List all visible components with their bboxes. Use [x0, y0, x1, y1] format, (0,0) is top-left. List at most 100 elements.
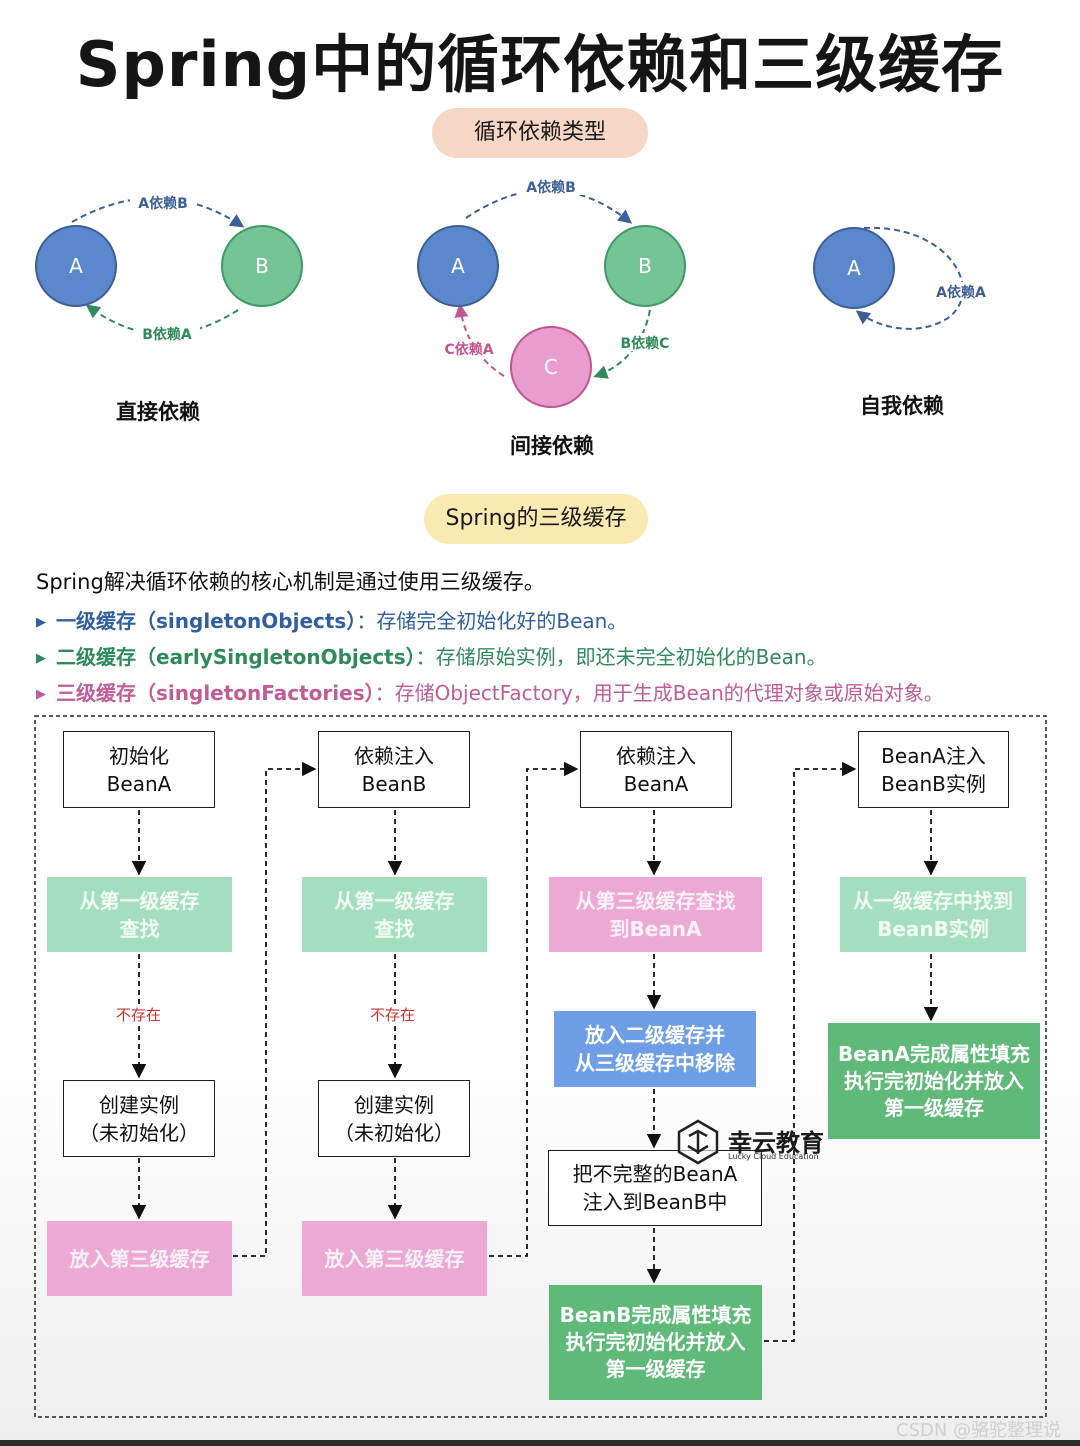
step-label-line: 依赖注入 [616, 743, 696, 768]
node-a [417, 225, 499, 307]
step-inject-incomplete-beana: 把不完整的BeanA 注入到BeanB中 [548, 1150, 762, 1226]
edge-label-b-depends-a: B依赖A [142, 326, 192, 343]
cache-level-2: ▶ 二级缓存（earlySingletonObjects）：存储原始实例，即还未完… [36, 641, 827, 670]
step-put-level3-cache: 放入第三级缓存 [47, 1221, 232, 1296]
node-a-label: A [451, 254, 465, 278]
cache-level-desc: 存储原始实例，即还未完全初始化的Bean。 [435, 645, 827, 669]
step-label-line: BeanB实例 [877, 916, 989, 941]
step-label-line: BeanA [106, 771, 172, 796]
step-label-line: BeanB实例 [881, 771, 986, 796]
edge-label-c-depends-a: C依赖A [444, 341, 493, 358]
cache-level-separator: ： [374, 681, 395, 705]
step-label-line: 执行完初始化并放入 [844, 1068, 1024, 1093]
edge-b-to-c [593, 309, 651, 379]
step-move-to-level2-cache: 放入二级缓存并 从三级缓存中移除 [554, 1011, 756, 1087]
page-title: Spring中的循环依赖和三级缓存 [75, 28, 1005, 101]
cache-intro-text: Spring解决循环依赖的核心机制是通过使用三级缓存。 [36, 570, 545, 594]
node-c [510, 326, 592, 408]
step-beanb-complete: BeanB完成属性填充 执行完初始化并放入 第一级缓存 [549, 1285, 762, 1400]
cache-level-1: ▶ 一级缓存（singletonObjects）：存储完全初始化好的Bean。 [36, 605, 627, 634]
step-label-line: 到BeanA [609, 916, 702, 941]
dependency-types-diagram: A依赖B B依赖A A B A依赖B B依赖C C依赖A A B C A依赖A … [35, 177, 996, 408]
step-label-line: 初始化 [109, 743, 169, 768]
step-label-line: 第一级缓存 [884, 1095, 984, 1120]
caption-self-dependency: 自我依赖 [860, 394, 944, 418]
not-found-label: 不存在 [368, 1004, 418, 1025]
step-label-line: 创建实例 [99, 1092, 179, 1117]
cache-level-name: 二级缓存（earlySingletonObjects） [56, 645, 416, 669]
node-b [221, 225, 303, 307]
step-label-line: BeanA [623, 771, 689, 796]
step-label-line: 创建实例 [354, 1092, 434, 1117]
node-c-label: C [544, 355, 558, 379]
step-label-line: BeanB [361, 771, 427, 796]
step-put-level3-cache: 放入第三级缓存 [302, 1221, 487, 1296]
node-a-label: A [69, 254, 83, 278]
step-label-line: 从一级缓存中找到 [853, 888, 1013, 913]
edge-label-a-depends-b: A依赖B [138, 195, 188, 212]
bullet-triangle-icon: ▶ [36, 615, 46, 630]
edge-label-b-depends-c: B依赖C [621, 335, 670, 352]
cache-level-separator: ： [356, 609, 377, 633]
step-inject-beanb: 依赖注入 BeanB [318, 731, 470, 808]
step-label-line: BeanA注入 [881, 743, 986, 768]
caption-direct-dependency: 直接依赖 [116, 400, 200, 424]
section-heading-three-level-cache: Spring的三级缓存 [424, 494, 648, 544]
section-heading-dependency-types: 循环依赖类型 [432, 108, 648, 158]
step-label-line: 从第一级缓存 [79, 888, 200, 913]
step-lookup-level3-cache: 从第三级缓存查找 到BeanA [549, 877, 762, 952]
watermark-subtitle: Lucky Cloud Education [728, 1152, 819, 1161]
bullet-triangle-icon: ▶ [36, 687, 46, 702]
step-label-line: 放入第三级缓存 [69, 1246, 210, 1271]
step-label-line: （未初始化） [79, 1120, 199, 1145]
step-label-line: （未初始化） [334, 1120, 454, 1145]
node-a [813, 227, 895, 309]
step-label-line: 把不完整的BeanA [572, 1162, 738, 1186]
edge-a-to-a [855, 226, 964, 330]
step-label-line: 查找 [374, 916, 415, 941]
step-lookup-level1-cache: 从第一级缓存 查找 [302, 877, 487, 952]
node-b [604, 225, 686, 307]
step-found-in-level1-cache: 从一级缓存中找到 BeanB实例 [840, 877, 1026, 952]
node-a-label: A [847, 256, 861, 280]
step-label-line: 查找 [119, 916, 160, 941]
cache-level-name: 一级缓存（singletonObjects） [56, 609, 357, 633]
bullet-triangle-icon: ▶ [36, 651, 46, 666]
step-label-line: 执行完初始化并放入 [565, 1330, 746, 1354]
edge-a-to-b [465, 189, 633, 224]
cache-level-separator: ： [415, 645, 436, 669]
step-beana-complete: BeanA完成属性填充 执行完初始化并放入 第一级缓存 [828, 1023, 1040, 1139]
cache-level-desc: 存储完全初始化好的Bean。 [376, 609, 628, 633]
step-inject-beana: 依赖注入 BeanA [580, 731, 732, 808]
caption-indirect-dependency: 间接依赖 [510, 434, 594, 458]
node-a [35, 225, 117, 307]
step-label-line: BeanB完成属性填充 [559, 1303, 752, 1327]
edge-label-a-depends-a: A依赖A [936, 284, 986, 301]
step-label-line: 从第一级缓存 [334, 888, 455, 913]
step-init-beana: 初始化 BeanA [63, 731, 215, 808]
flowchart-frame [34, 715, 1047, 1418]
step-label-line: 第一级缓存 [605, 1357, 706, 1381]
cache-level-name: 三级缓存（singletonFactories） [56, 681, 375, 705]
step-create-instance: 创建实例 （未初始化） [318, 1080, 470, 1157]
step-create-instance: 创建实例 （未初始化） [63, 1080, 215, 1157]
step-label-line: 从第三级缓存查找 [575, 888, 736, 913]
step-label-line: 注入到BeanB中 [582, 1190, 728, 1214]
footer-credit: CSDN @骆驼整理说 [896, 1420, 1062, 1441]
node-b-label: B [638, 254, 652, 278]
step-label-line: BeanA完成属性填充 [837, 1041, 1031, 1066]
step-label-line: 依赖注入 [354, 743, 434, 768]
step-label-line: 从三级缓存中移除 [575, 1051, 735, 1075]
step-beana-inject-beanb: BeanA注入 BeanB实例 [858, 731, 1009, 808]
edge-label-a-depends-b: A依赖B [526, 179, 576, 196]
cache-level-desc: 存储ObjectFactory，用于生成Bean的代理对象或原始对象。 [394, 681, 944, 705]
step-lookup-level1-cache: 从第一级缓存 查找 [47, 877, 232, 952]
step-label-line: 放入二级缓存并 [585, 1023, 725, 1047]
bottom-bar [0, 1440, 1080, 1446]
watermark-logo-icon [677, 1119, 719, 1165]
step-label-line: 放入第三级缓存 [324, 1246, 465, 1271]
cache-level-3: ▶ 三级缓存（singletonFactories）：存储ObjectFactor… [36, 677, 944, 706]
node-b-label: B [255, 254, 269, 278]
not-found-label: 不存在 [114, 1004, 164, 1025]
